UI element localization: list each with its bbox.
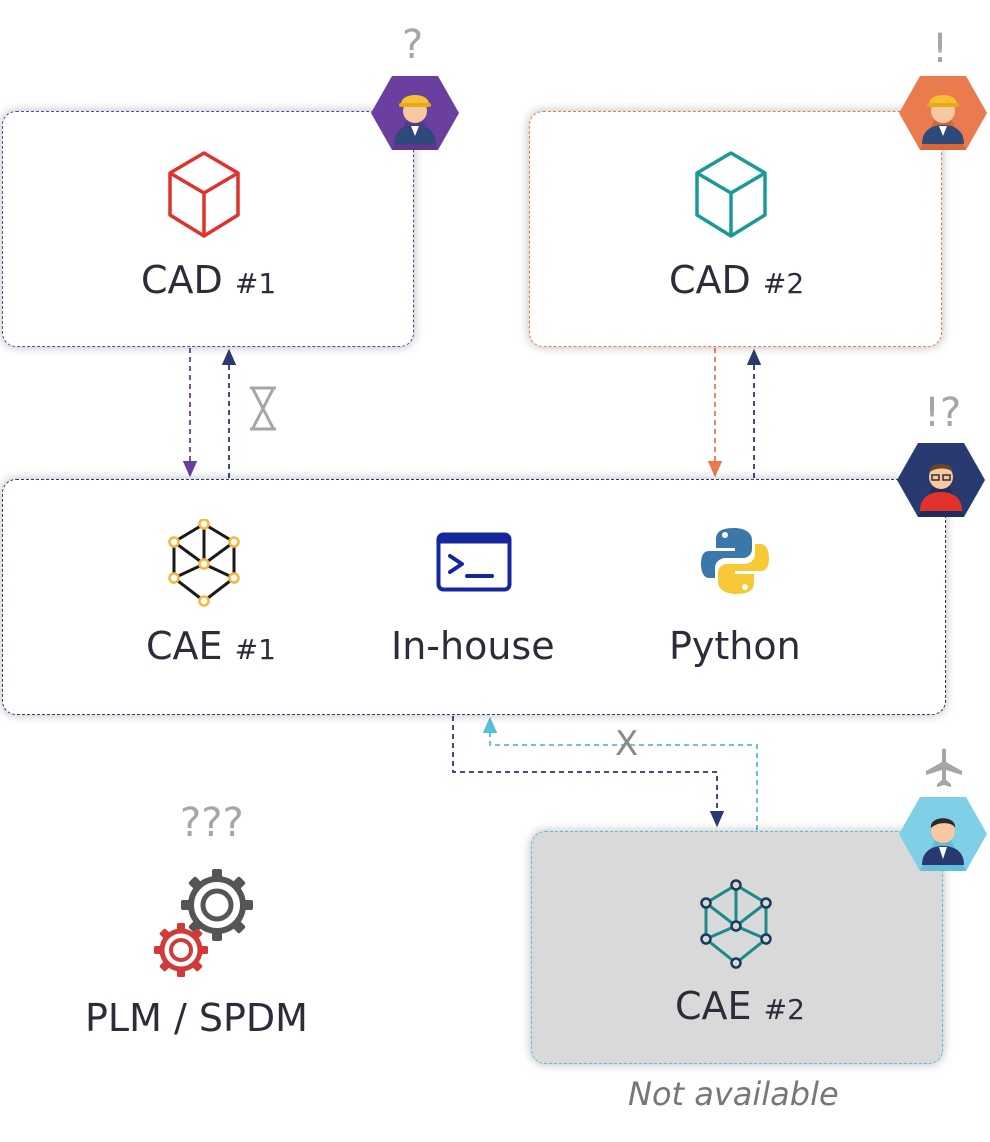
hourglass-icon	[250, 386, 276, 431]
cad1-label: CAD #1	[141, 258, 277, 302]
interrobang-mark: !?	[924, 390, 962, 436]
arrow-cae-to-cae2	[452, 716, 725, 828]
plm-label: PLM / SPDM	[85, 996, 308, 1040]
cube-icon	[695, 151, 767, 238]
question-mark: ?	[402, 22, 424, 68]
cae1-label: CAE #1	[146, 624, 276, 668]
cae2-status: Not available	[628, 1075, 839, 1113]
python-label: Python	[669, 624, 801, 668]
arrow-cae2-to-cae	[482, 716, 758, 830]
analyst-icon[interactable]	[896, 441, 986, 519]
cae2-box[interactable]	[531, 831, 943, 1064]
mesh-cube-icon	[700, 879, 772, 969]
broken-link-mark: X	[615, 724, 639, 764]
plm-question-marks: ???	[180, 800, 244, 846]
cad2-box[interactable]	[529, 111, 942, 347]
engineer-hardhat-icon[interactable]	[370, 74, 460, 152]
engineer-hardhat-icon[interactable]	[898, 74, 988, 152]
python-icon	[701, 528, 769, 594]
businessman-icon[interactable]	[898, 795, 988, 873]
terminal-icon	[436, 532, 512, 592]
airplane-icon	[926, 748, 962, 787]
cube-icon	[168, 151, 240, 238]
cae2-label: CAE #2	[675, 984, 805, 1028]
exclamation-mark: !	[932, 26, 949, 72]
inhouse-label: In-house	[391, 624, 555, 668]
cae-tools-box[interactable]	[2, 479, 946, 715]
gears-icon	[154, 869, 253, 977]
cad2-label: CAD #2	[669, 258, 805, 302]
cad1-box[interactable]	[2, 111, 414, 347]
mesh-cube-icon	[168, 519, 240, 607]
